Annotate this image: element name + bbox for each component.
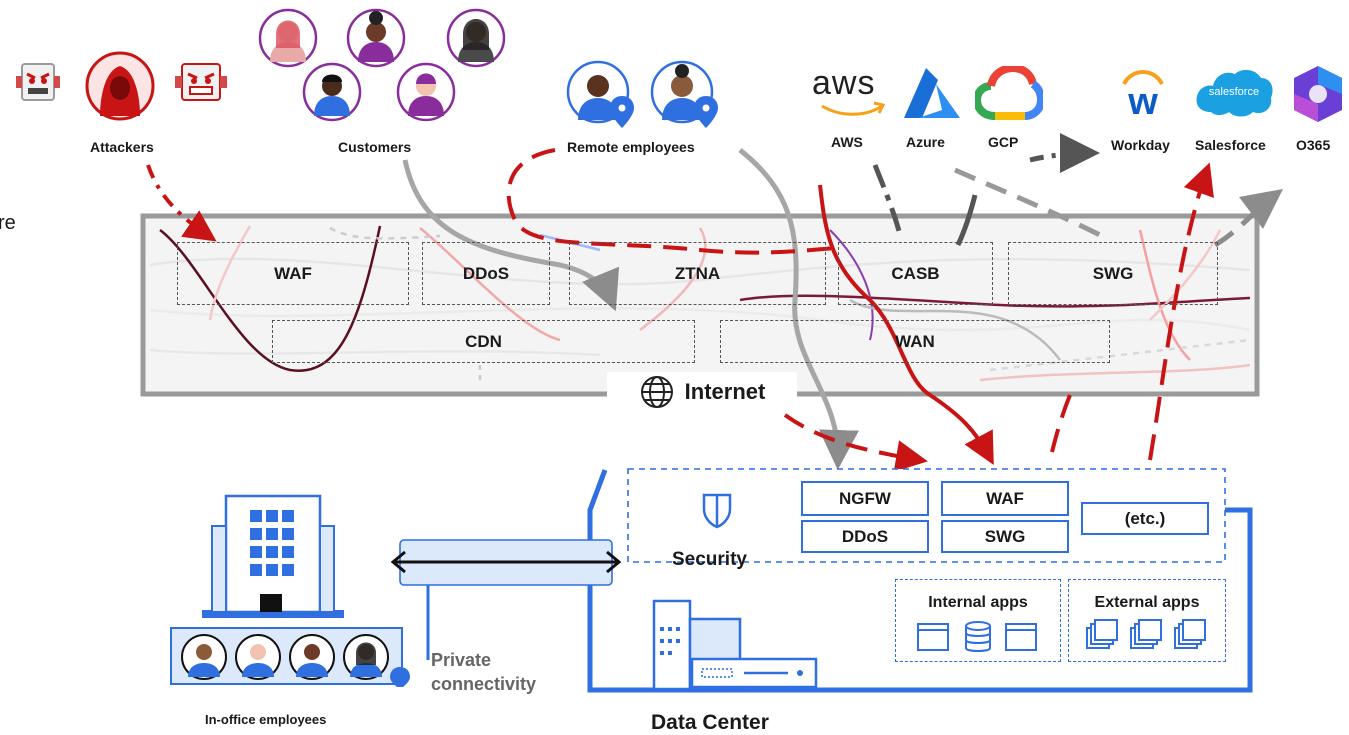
internet-ddos-box: DDoS — [422, 242, 550, 305]
security-tile-swg: SWG — [941, 520, 1069, 553]
o365-label: O365 — [1296, 137, 1331, 153]
office365-logo — [1290, 64, 1346, 129]
remote-to-datacenter-arrow — [738, 148, 859, 470]
red-flow-to-waf — [818, 184, 994, 466]
location-pin-icon — [610, 96, 634, 128]
private-label-line2: connectivity — [431, 674, 537, 694]
internet-ztna-box: ZTNA — [569, 242, 826, 305]
datacenter-outline — [587, 469, 1253, 693]
customer-flow-arrow — [402, 159, 620, 312]
internet-waf-box: WAF — [177, 242, 409, 305]
database-icon — [965, 621, 991, 652]
internet-wan-box: WAN — [720, 320, 1110, 363]
azure-logo — [898, 66, 964, 125]
remote-employee-avatars — [564, 58, 724, 135]
private-connectivity-label: Private connectivity — [431, 648, 536, 696]
security-tile-waf: WAF — [941, 481, 1069, 516]
workday-logo: w — [1118, 66, 1168, 126]
datacenter-building-icon — [648, 597, 828, 698]
gcp-label: GCP — [988, 134, 1019, 150]
salesforce-label: Salesforce — [1195, 137, 1266, 153]
security-to-salesforce-arrow — [1148, 162, 1214, 461]
aws-logo: aws — [812, 66, 888, 122]
server-icon — [690, 657, 818, 689]
red-flow-to-security — [783, 413, 928, 472]
datacenter-label: Data Center — [651, 711, 769, 734]
office365-flow-arrow — [1213, 188, 1283, 248]
stray-left-text: re — [0, 212, 16, 234]
azure-label: Azure — [906, 134, 945, 150]
internet-band — [140, 213, 1260, 397]
aws-flow-line — [872, 164, 903, 236]
aws-label: AWS — [831, 134, 863, 150]
hooded-attacker-icon — [84, 50, 156, 127]
globe-icon — [640, 376, 673, 408]
salesforce-word: salesforce — [1208, 86, 1260, 98]
private-label-line1: Private — [431, 650, 492, 670]
remote-employee-red-loop — [506, 148, 836, 255]
security-label: Security — [672, 549, 747, 570]
customers-label: Customers — [338, 139, 412, 155]
security-tile-ddos: DDoS — [801, 520, 929, 553]
external-apps-label: External apps — [1094, 594, 1200, 611]
internet-traffic-lines — [149, 225, 1251, 382]
internet-label: Internet — [684, 379, 766, 404]
robot-icon — [170, 60, 232, 113]
internet-label-group: Internet — [607, 372, 797, 412]
gcp-to-workday-arrow — [1029, 133, 1100, 174]
internal-apps-box: Internal apps — [895, 579, 1061, 662]
internal-apps-label: Internal apps — [928, 594, 1028, 611]
security-tile-ngfw: NGFW — [801, 481, 929, 516]
remote-employees-label: Remote employees — [567, 139, 695, 155]
internet-swg-box: SWG — [1008, 242, 1218, 305]
attackers-label: Attackers — [90, 139, 154, 155]
internet-casb-box: CASB — [838, 242, 993, 305]
security-tile-etc: (etc.) — [1081, 502, 1209, 535]
workday-label: Workday — [1111, 137, 1170, 153]
workday-letter: w — [1128, 81, 1158, 123]
aws-wordmark: aws — [812, 64, 876, 102]
robot-icon — [10, 60, 66, 113]
gcp-logo — [972, 63, 1046, 125]
inoffice-employees-label: In-office employees — [205, 712, 327, 727]
red-internet-right — [1050, 394, 1072, 453]
gcp-flow-line — [955, 194, 978, 247]
office-building-icon — [198, 490, 348, 625]
attacker-flow-arrow — [146, 164, 217, 242]
internet-cdn-box: CDN — [272, 320, 695, 363]
inoffice-employees-panel — [170, 627, 410, 687]
salesforce-logo: salesforce — [1193, 66, 1275, 127]
browser-window-icon — [917, 623, 949, 651]
external-apps-box: External apps — [1068, 579, 1226, 662]
shield-icon — [700, 491, 734, 534]
customer-avatars — [258, 4, 518, 124]
azure-flow-line — [953, 167, 1102, 238]
